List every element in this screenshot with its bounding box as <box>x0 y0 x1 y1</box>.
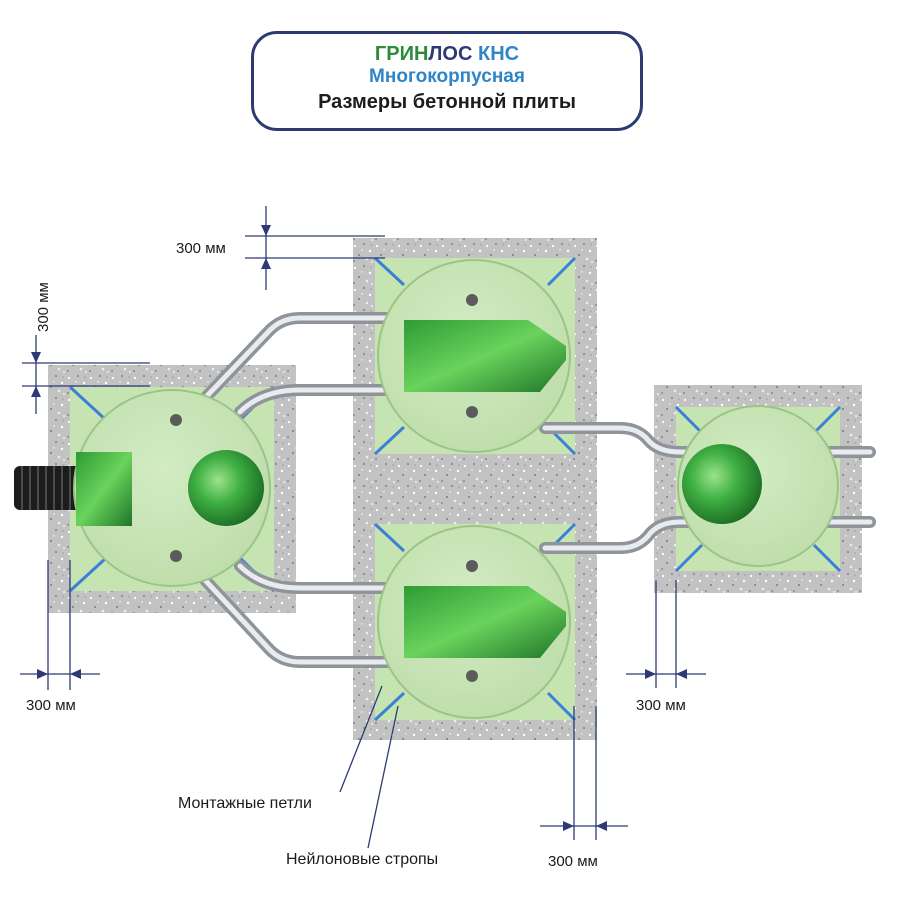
dimension-label-left-vertical: 300 мм <box>35 282 52 332</box>
dimension-label-bottom-left: 300 мм <box>26 697 76 714</box>
callout-mounting-loops: Монтажные петли <box>178 795 312 812</box>
caption: Размеры бетонной плиты <box>318 91 576 113</box>
callout-leaders <box>339 685 399 849</box>
dimension-label-bottom-center: 300 мм <box>548 853 598 870</box>
nylon-slings <box>68 256 842 722</box>
brand-part-dark: ЛОС <box>428 43 473 65</box>
brand-title: ГРИНЛОС КНС <box>254 42 640 66</box>
inlet-corrugated-pipe <box>14 466 82 510</box>
dimension-lines <box>20 206 706 840</box>
tank-left <box>73 389 271 587</box>
title-box: ГРИНЛОС КНС Многокорпусная Размеры бетон… <box>251 31 643 131</box>
tank-bottom <box>377 525 571 719</box>
connecting-pipes <box>199 312 876 668</box>
dimension-label-right: 300 мм <box>636 697 686 714</box>
brand-part-green: ГРИН <box>374 43 429 65</box>
subtitle: Многокорпусная <box>369 66 525 87</box>
brand-part-blue: КНС <box>472 43 520 65</box>
tank-top <box>377 259 571 453</box>
callout-nylon-slings: Нейлоновые стропы <box>286 851 438 868</box>
tank-right <box>677 405 839 567</box>
dimension-label-top: 300 мм <box>176 240 226 257</box>
